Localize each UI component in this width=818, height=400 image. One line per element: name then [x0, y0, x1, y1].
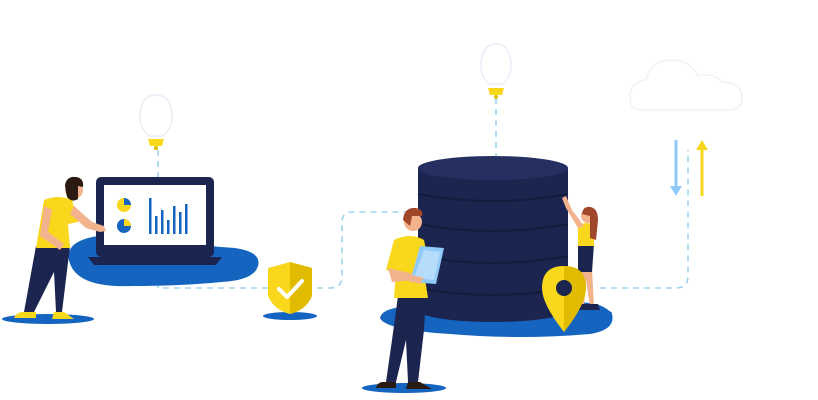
dashed-connectors	[157, 98, 689, 289]
person-presenter	[14, 176, 106, 319]
cloud-icon	[629, 59, 743, 111]
pie-chart-icon	[117, 198, 131, 233]
arrow-up-icon	[696, 140, 708, 196]
tablet-icon	[410, 246, 444, 284]
lightbulb-icon-top	[480, 43, 512, 99]
location-pin-icon	[542, 266, 586, 332]
lightbulb-icon-left	[139, 94, 173, 150]
person-tablet-holder	[376, 207, 444, 389]
connector-left	[157, 150, 420, 289]
arrow-down-icon	[670, 140, 682, 196]
laptop-icon	[88, 177, 222, 265]
shield-check-icon	[268, 262, 312, 314]
bar-chart-icon	[149, 198, 188, 234]
